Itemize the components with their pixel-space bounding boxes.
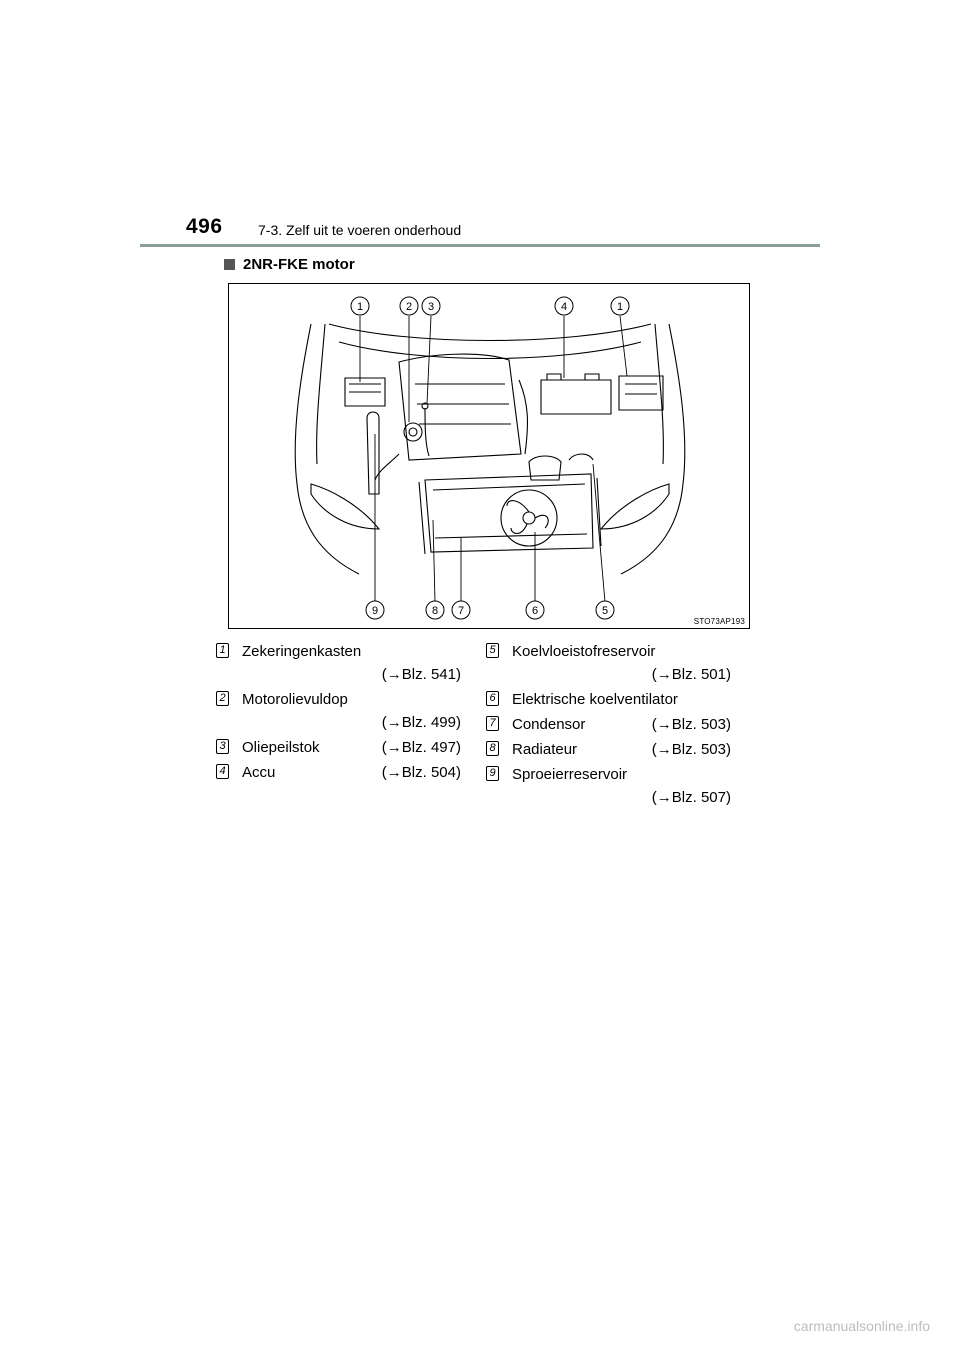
legend-item: 3 Oliepeilstok (→Blz. 497) (216, 736, 461, 759)
figure-code: STO73AP193 (693, 617, 745, 626)
callouts-top: 1 2 3 4 1 (350, 296, 630, 316)
callout-top-5: 1 (610, 296, 630, 316)
legend-label: Accu (242, 764, 276, 781)
engine-bay-drawing: 1 2 3 4 1 9 (294, 296, 686, 620)
callout-bottom-5: 5 (595, 600, 615, 620)
legend-label: Koelvloeistofreservoir (512, 643, 656, 660)
page-reference: (→Blz. 503) (651, 741, 731, 758)
legend-item: 9 Sproeierreservoir (→Blz. 507) (486, 763, 731, 809)
engine-bay-linework (294, 323, 686, 575)
square-bullet-icon (224, 259, 235, 270)
callout-label: 7 (458, 605, 464, 617)
legend-item: 5 Koelvloeistofreservoir (→Blz. 501) (486, 640, 731, 686)
legend-label: Condensor (512, 716, 586, 733)
page-reference: (→Blz. 503) (651, 716, 731, 733)
legend-number-badge: 1 (216, 643, 229, 658)
callout-top-4: 4 (554, 296, 574, 316)
section-title: 7-3. Zelf uit te voeren onderhoud (258, 222, 462, 238)
callout-label: 8 (432, 605, 438, 617)
callout-label: 9 (372, 605, 378, 617)
callout-bottom-4: 6 (525, 600, 545, 620)
legend-label: Oliepeilstok (242, 739, 320, 756)
legend-number-badge: 7 (486, 716, 499, 731)
legend-number-badge: 3 (216, 739, 229, 754)
legend-number-badge: 8 (486, 741, 499, 756)
legend-number-badge: 5 (486, 643, 499, 658)
page-number: 496 (186, 215, 223, 238)
page-reference: (→Blz. 501) (651, 666, 731, 683)
legend-number-badge: 2 (216, 691, 229, 706)
page-reference: (→Blz. 497) (381, 739, 461, 756)
page-reference: (→Blz. 504) (381, 764, 461, 781)
footer-watermark: carmanualsonline.info (793, 1318, 930, 1334)
legend-item: 1 Zekeringenkasten (→Blz. 541) (216, 640, 461, 686)
callout-top-1: 1 (350, 296, 370, 316)
page-reference: (→Blz. 507) (651, 789, 731, 806)
callout-bottom-2: 8 (425, 600, 445, 620)
legend-left-column: 1 Zekeringenkasten (→Blz. 541) 2 Motorol… (216, 640, 461, 786)
engine-bay-illustration: 1 2 3 4 1 9 (228, 283, 750, 629)
callout-label: 1 (357, 301, 363, 313)
page-reference: (→Blz. 541) (381, 666, 461, 683)
callout-top-3: 3 (421, 296, 441, 316)
legend-item: 2 Motorolievuldop (→Blz. 499) (216, 688, 461, 734)
legend-label: Motorolievuldop (242, 691, 348, 708)
legend-item: 4 Accu (→Blz. 504) (216, 761, 461, 784)
callout-label: 2 (406, 301, 412, 313)
legend-number-badge: 4 (216, 764, 229, 779)
legend-label: Sproeierreservoir (512, 766, 628, 783)
page-reference: (→Blz. 499) (381, 714, 461, 731)
callout-label: 3 (428, 301, 434, 313)
callout-label: 4 (561, 301, 567, 313)
callout-bottom-1: 9 (365, 600, 385, 620)
callout-leader-lines (359, 315, 628, 603)
legend-label: Radiateur (512, 741, 578, 758)
callouts-bottom: 9 8 7 6 5 (365, 600, 615, 620)
callout-label: 1 (617, 301, 623, 313)
callout-bottom-3: 7 (451, 600, 471, 620)
legend-item: 6 Elektrische koelventilator (486, 688, 731, 711)
legend-right-column: 5 Koelvloeistofreservoir (→Blz. 501) 6 E… (486, 640, 731, 811)
callout-label: 5 (602, 605, 608, 617)
callout-top-2: 2 (399, 296, 419, 316)
subheading: 2NR-FKE motor (224, 256, 355, 273)
legend-item: 8 Radiateur (→Blz. 503) (486, 738, 731, 761)
subheading-text: 2NR-FKE motor (243, 256, 355, 273)
header-divider (140, 244, 820, 247)
legend-number-badge: 6 (486, 691, 499, 706)
legend-label: Elektrische koelventilator (512, 691, 678, 708)
legend-label: Zekeringenkasten (242, 643, 362, 660)
callout-label: 6 (532, 605, 538, 617)
legend-item: 7 Condensor (→Blz. 503) (486, 713, 731, 736)
legend-number-badge: 9 (486, 766, 499, 781)
